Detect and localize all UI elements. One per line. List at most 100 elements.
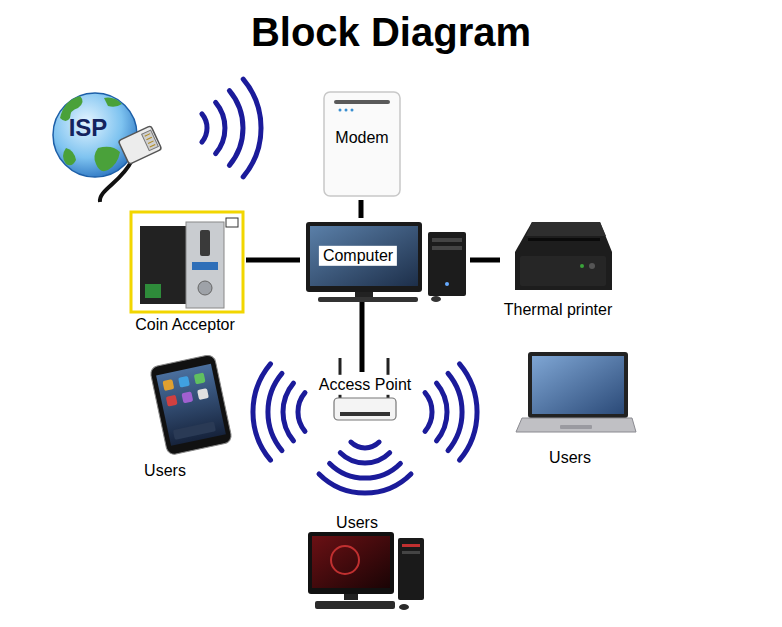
printer-box: Thermal printer xyxy=(500,208,618,320)
coin-acceptor-icon xyxy=(145,284,161,298)
thermal-printer-icon xyxy=(515,222,612,290)
network-cable xyxy=(142,130,159,151)
computer-icon xyxy=(318,297,418,302)
laptop-icon xyxy=(516,418,636,432)
modem-icon xyxy=(324,92,400,196)
computer-icon xyxy=(431,296,441,302)
wireless-waves xyxy=(253,364,477,493)
smartphone-icon xyxy=(149,354,232,456)
modem-icon xyxy=(351,109,354,112)
wireless-waves xyxy=(425,393,432,432)
modem-icon xyxy=(339,109,342,112)
wireless-waves xyxy=(319,474,411,493)
wireless-waves xyxy=(253,364,271,460)
connector-line xyxy=(470,258,500,263)
smartphone-icon xyxy=(197,388,209,400)
user-device-box: Users xyxy=(300,512,430,624)
node-label: Access Point xyxy=(315,375,415,395)
coin-acceptor-box: Coin Acceptor xyxy=(128,208,246,336)
desktop-icon xyxy=(308,532,424,610)
computer-icon xyxy=(310,226,418,286)
node-label: Computer xyxy=(319,246,397,266)
thermal-printer-icon xyxy=(520,256,606,286)
wireless-waves xyxy=(229,91,243,166)
network-cable xyxy=(150,145,155,148)
modem-icon xyxy=(324,92,400,196)
wireless-waves xyxy=(351,442,379,448)
network-cable xyxy=(146,137,151,140)
wireless-waves xyxy=(202,79,261,177)
globe-icon xyxy=(53,93,137,177)
computer-box: Computer xyxy=(300,218,470,302)
network-cable xyxy=(118,126,162,165)
desktop-icon xyxy=(402,544,420,547)
desktop-icon xyxy=(308,532,394,594)
coin-acceptor-icon xyxy=(131,212,243,312)
laptop-icon xyxy=(516,352,636,432)
computer-icon xyxy=(306,222,466,302)
thermal-printer-icon xyxy=(528,238,600,241)
computer-icon xyxy=(306,222,422,292)
wireless-waves xyxy=(437,383,448,441)
smartphone-icon xyxy=(181,391,193,403)
thermal-printer-icon xyxy=(589,263,595,269)
smartphone-icon xyxy=(178,376,190,388)
desktop-icon xyxy=(315,601,395,609)
desktop-icon xyxy=(399,604,409,610)
node-label: Users xyxy=(549,449,591,467)
isp-globe: ISP xyxy=(52,92,138,178)
coin-acceptor-icon xyxy=(198,281,212,295)
laptop-icon xyxy=(532,356,624,414)
wireless-waves xyxy=(460,364,478,460)
desktop-icon xyxy=(398,538,424,600)
laptop-icon xyxy=(560,425,592,429)
smartphone-icon xyxy=(162,379,174,391)
router-icon xyxy=(340,412,390,416)
wireless-waves xyxy=(268,373,282,450)
connector-line xyxy=(359,302,364,372)
network-cable xyxy=(100,160,132,202)
connector-line xyxy=(246,258,300,263)
computer-icon xyxy=(432,238,462,242)
router-icon xyxy=(334,398,396,420)
wireless-waves xyxy=(340,453,389,463)
wireless-waves xyxy=(298,393,305,432)
network-cable xyxy=(145,134,150,137)
coin-acceptor-icon xyxy=(140,226,192,304)
globe-icon xyxy=(53,93,137,177)
globe-icon xyxy=(63,148,76,165)
globe-icon xyxy=(94,147,120,171)
coin-acceptor-icon xyxy=(186,222,224,308)
desktop-icon xyxy=(344,594,358,600)
node-label: Users xyxy=(144,462,186,480)
wireless-waves xyxy=(448,373,462,450)
coin-acceptor-icon xyxy=(131,212,243,312)
connector-line xyxy=(359,200,364,218)
node-label: Users xyxy=(336,514,378,532)
wireless-waves xyxy=(216,102,225,153)
modem-box: Modem xyxy=(318,88,404,200)
access-point-box: Access Point xyxy=(308,372,416,434)
thermal-printer-icon xyxy=(515,222,612,290)
wireless-waves xyxy=(330,463,401,478)
wireless-waves xyxy=(243,79,261,177)
computer-icon xyxy=(355,292,373,297)
thermal-printer-icon xyxy=(580,264,584,268)
desktop-icon xyxy=(312,536,390,588)
laptop-icon xyxy=(528,352,628,418)
network-cable xyxy=(148,141,153,144)
smartphone-icon xyxy=(166,395,178,407)
modem-icon xyxy=(345,109,348,112)
desktop-icon xyxy=(402,551,420,554)
node-label: Modem xyxy=(335,129,388,147)
smartphone-icon xyxy=(194,372,206,384)
node-label: Coin Acceptor xyxy=(135,316,235,334)
node-label: Thermal printer xyxy=(504,301,612,319)
node-label: ISP xyxy=(69,114,108,142)
coin-acceptor-icon xyxy=(200,230,210,256)
wireless-waves xyxy=(202,114,207,142)
